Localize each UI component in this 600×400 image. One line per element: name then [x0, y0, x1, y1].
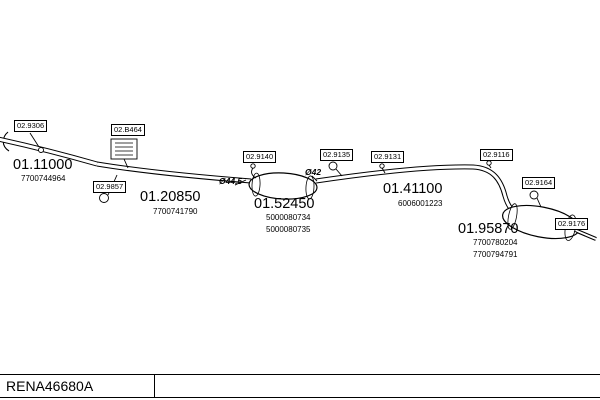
title-block: RENA46680A: [0, 374, 600, 398]
callout-02-9857[interactable]: 02.9857: [93, 181, 127, 193]
rubber-ring: [99, 193, 109, 203]
dimension-label-inlet: Ø44,5: [219, 176, 243, 186]
callout-02-9131[interactable]: 02.9131: [371, 151, 405, 163]
callout-02-9135[interactable]: 02.9135: [320, 149, 354, 161]
leader-02-9176: [573, 230, 586, 237]
part-ref-center-pipe[interactable]: 01.20850: [140, 189, 201, 205]
hanger-hook: [379, 163, 385, 169]
leader-dim-outlet: [311, 175, 318, 182]
dimension-label-outlet: Ø42: [305, 167, 322, 177]
part-oem-center-pipe: 7700741790: [153, 207, 198, 216]
part-ref-front-pipe[interactable]: 01.11000: [13, 157, 73, 173]
callout-02-9116[interactable]: 02.9116: [480, 149, 513, 161]
part-ref-rear-silencer[interactable]: 01.95870: [458, 221, 519, 237]
part-oem-rear-silencer: 7700780204: [473, 238, 518, 247]
part-oem-center-silencer: 5000080735: [266, 225, 311, 234]
rubber-ring: [328, 161, 338, 171]
rubber-ring: [529, 190, 539, 200]
callout-02-9176[interactable]: 02.9176: [555, 218, 589, 230]
part-oem-rear-silencer: 7700794791: [473, 250, 518, 259]
hanger-hook: [250, 163, 256, 169]
drawing-code-cell: RENA46680A: [0, 375, 155, 397]
drawing-code: RENA46680A: [6, 378, 94, 394]
flex-coupling-icon: [110, 138, 138, 169]
callout-02-B464[interactable]: 02.B464: [111, 124, 145, 136]
leader-dim-inlet: [234, 179, 247, 186]
part-oem-front-pipe: 7700744964: [21, 174, 66, 183]
part-oem-center-silencer: 5000080734: [266, 213, 311, 222]
part-oem-connecting-pipe: 6006001223: [398, 199, 443, 208]
callout-02-9140[interactable]: 02.9140: [243, 151, 277, 163]
callout-02-9164[interactable]: 02.9164: [522, 177, 556, 189]
part-ref-connecting-pipe[interactable]: 01.41100: [383, 181, 443, 197]
center-silencer-shape: [248, 172, 318, 200]
callout-02-9306[interactable]: 02.9306: [14, 120, 48, 132]
hanger-grommet: [38, 147, 44, 153]
hanger-hook: [486, 160, 492, 166]
part-ref-center-silencer[interactable]: 01.52450: [254, 196, 315, 212]
leader-02-9306: [29, 132, 40, 148]
